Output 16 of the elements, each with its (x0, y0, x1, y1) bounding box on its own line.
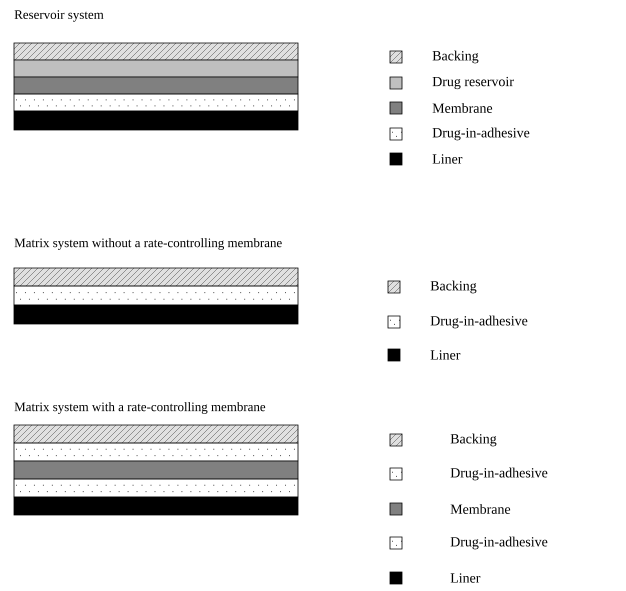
legend-label: Backing (450, 434, 496, 446)
legend-label: Membrane (432, 103, 492, 113)
legend-label: Liner (450, 573, 480, 583)
legend-label: Drug-in-adhesive (430, 316, 528, 328)
legend-label: Drug-in-adhesive (450, 536, 548, 550)
legend-label: Liner (430, 350, 460, 360)
legend-label: Liner (432, 154, 462, 164)
legend-label: Drug-in-adhesive (450, 468, 548, 480)
panel-title: Matrix system with a rate-controlling membrane (14, 402, 266, 414)
legend-label: Backing (432, 50, 478, 64)
legend-label: Backing (430, 280, 476, 294)
legend-label: Membrane (450, 504, 510, 514)
legend-label: Drug-in-adhesive (432, 128, 530, 140)
legend-label: Drug reservoir (432, 76, 514, 90)
panel-title: Reservoir system (14, 10, 104, 22)
panel-title: Matrix system without a rate-controlling membrane (14, 238, 282, 250)
